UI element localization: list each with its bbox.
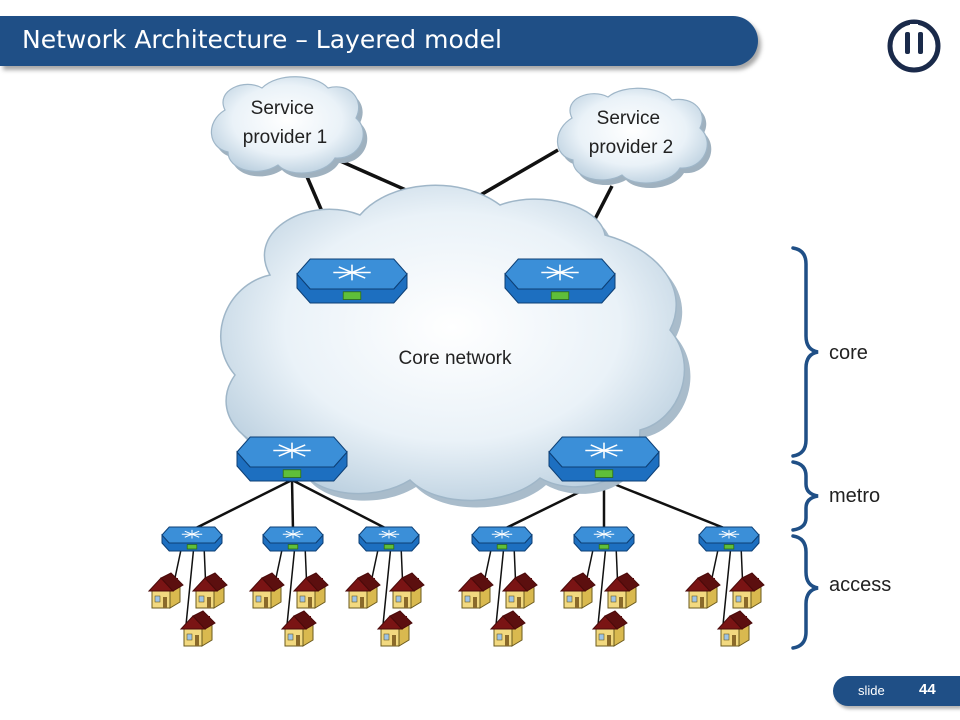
house-a4-1 bbox=[458, 572, 494, 609]
metro-router-left bbox=[236, 436, 348, 482]
access-switch-3 bbox=[358, 526, 420, 552]
core-router-right bbox=[504, 258, 616, 304]
house-a4-2 bbox=[502, 572, 538, 609]
nodes bbox=[148, 258, 765, 647]
house-a3-3 bbox=[377, 610, 413, 647]
house-a1-3 bbox=[180, 610, 216, 647]
house-a1-2 bbox=[192, 572, 228, 609]
access-switch-1 bbox=[161, 526, 223, 552]
house-a1-1 bbox=[148, 572, 184, 609]
drop-a6-2 bbox=[722, 544, 732, 626]
slide-number: 44 bbox=[919, 681, 936, 698]
access-switch-2 bbox=[262, 526, 324, 552]
layer-label-core: core bbox=[829, 342, 868, 364]
core-bracket bbox=[791, 246, 819, 458]
link-metro-access-1 bbox=[191, 478, 293, 532]
core-router-left bbox=[296, 258, 408, 304]
house-a6-2 bbox=[729, 572, 765, 609]
university-logo-icon bbox=[887, 19, 941, 73]
slide-title: Network Architecture – Layered model bbox=[22, 25, 502, 54]
house-a5-2 bbox=[604, 572, 640, 609]
access-switch-6 bbox=[698, 526, 760, 552]
house-a2-2 bbox=[293, 572, 329, 609]
drop-a2-2 bbox=[286, 544, 296, 626]
house-a5-1 bbox=[560, 572, 596, 609]
house-a3-2 bbox=[389, 572, 425, 609]
metro-bracket bbox=[791, 460, 819, 532]
layer-label-metro: metro bbox=[829, 485, 880, 507]
service-provider-1-label: Service provider 1 bbox=[243, 98, 328, 148]
slide-number-pill: slide 44 bbox=[833, 676, 960, 706]
drop-a1-2 bbox=[185, 544, 195, 626]
access-switch-5 bbox=[573, 526, 635, 552]
service-provider-1-cloud bbox=[210, 76, 368, 179]
access-bracket bbox=[791, 534, 819, 650]
house-a4-3 bbox=[490, 610, 526, 647]
drop-a4-2 bbox=[495, 544, 505, 626]
slide-label: slide bbox=[858, 683, 885, 698]
layer-label-access: access bbox=[829, 574, 891, 596]
title-bar: Network Architecture – Layered model bbox=[0, 16, 758, 66]
house-a2-1 bbox=[249, 572, 285, 609]
house-a3-1 bbox=[345, 572, 381, 609]
link-metro-access-2 bbox=[290, 479, 295, 531]
drop-a3-2 bbox=[382, 544, 392, 626]
metro-router-right bbox=[548, 436, 660, 482]
service-provider-2-cloud bbox=[557, 87, 712, 189]
house-a5-3 bbox=[592, 610, 628, 647]
house-a6-3 bbox=[717, 610, 753, 647]
link-metro-access-6 bbox=[603, 478, 730, 532]
core-network-label: Core network bbox=[399, 348, 512, 369]
link-metro-access-3 bbox=[291, 478, 390, 532]
access-switch-4 bbox=[471, 526, 533, 552]
house-a2-3 bbox=[281, 610, 317, 647]
service-provider-2-label: Service provider 2 bbox=[589, 108, 674, 158]
drop-a5-2 bbox=[597, 544, 607, 626]
house-a6-1 bbox=[685, 572, 721, 609]
layer-brackets bbox=[791, 246, 819, 650]
